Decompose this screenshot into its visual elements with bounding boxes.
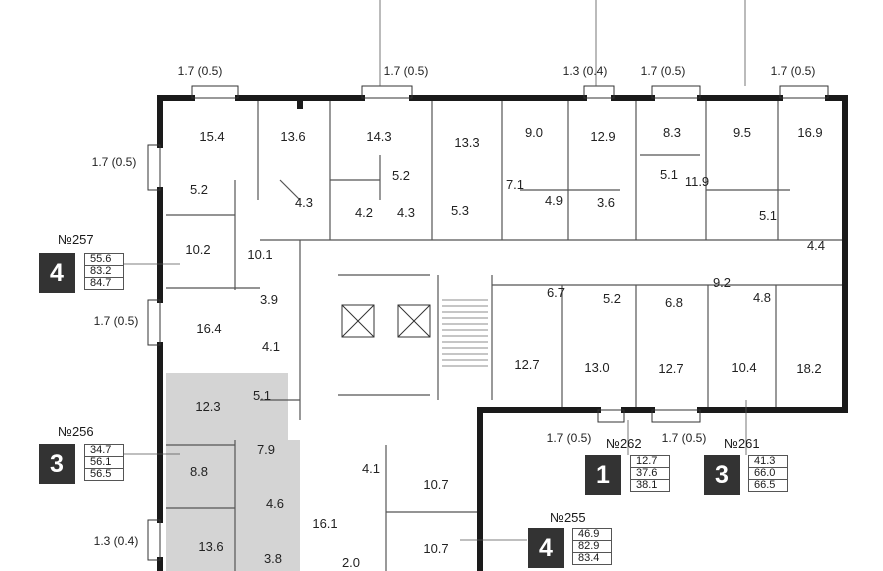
balcony-label: 1.7 (0.5) xyxy=(771,64,816,78)
room-area: 16.9 xyxy=(797,125,822,140)
apartment-262-rooms-badge: 1 xyxy=(585,455,621,495)
apartment-256-area xyxy=(166,373,300,571)
room-area: 10.2 xyxy=(185,242,210,257)
exterior-walls xyxy=(157,95,848,571)
room-area: 10.7 xyxy=(423,477,448,492)
interior-walls xyxy=(166,98,845,571)
room-area: 7.9 xyxy=(257,442,275,457)
room-area: 2.0 xyxy=(342,555,360,570)
balcony-label: 1.7 (0.5) xyxy=(641,64,686,78)
room-area: 5.2 xyxy=(603,291,621,306)
room-area: 8.3 xyxy=(663,125,681,140)
room-labels: 15.4 13.6 14.3 13.3 9.0 12.9 8.3 9.5 16.… xyxy=(185,125,825,570)
room-area: 5.3 xyxy=(451,203,469,218)
apartment-262-areas: 12.7 37.6 38.1 xyxy=(630,455,670,492)
room-area: 4.1 xyxy=(262,339,280,354)
room-area: 10.1 xyxy=(247,247,272,262)
area-value: 37.6 xyxy=(631,468,669,480)
room-area: 5.1 xyxy=(253,388,271,403)
room-area: 4.4 xyxy=(807,238,825,253)
area-value: 12.7 xyxy=(631,456,669,468)
room-area: 4.3 xyxy=(397,205,415,220)
balcony-frames xyxy=(147,85,829,561)
staircase xyxy=(442,299,488,367)
room-area: 9.5 xyxy=(733,125,751,140)
room-area: 6.8 xyxy=(665,295,683,310)
area-value: 66.5 xyxy=(754,479,776,491)
room-area: 3.9 xyxy=(260,292,278,307)
room-area: 8.8 xyxy=(190,464,208,479)
area-value: 83.2 xyxy=(85,266,123,278)
elevator-shafts xyxy=(341,304,431,338)
room-area: 6.7 xyxy=(547,285,565,300)
room-area: 13.6 xyxy=(198,539,223,554)
room-area: 9.2 xyxy=(713,275,731,290)
room-area: 5.1 xyxy=(759,208,777,223)
room-area: 3.8 xyxy=(264,551,282,566)
area-value: 83.4 xyxy=(578,552,600,564)
balcony-label: 1.7 (0.5) xyxy=(547,431,592,445)
room-area: 16.4 xyxy=(196,321,221,336)
room-area: 3.6 xyxy=(597,195,615,210)
balcony-label: 1.7 (0.5) xyxy=(178,64,223,78)
area-value: 55.6 xyxy=(85,254,123,266)
leader-lines xyxy=(122,0,747,541)
area-value: 82.9 xyxy=(573,541,611,553)
area-value: 56.5 xyxy=(90,468,112,480)
apartment-261-areas: 41.3 66.0 66.5 xyxy=(748,455,788,492)
apartment-256-rooms-badge: 3 xyxy=(39,444,75,484)
balcony-label: 1.7 (0.5) xyxy=(92,155,137,169)
area-value: 34.7 xyxy=(85,445,123,457)
room-area: 4.9 xyxy=(545,193,563,208)
room-area: 10.7 xyxy=(423,541,448,556)
room-area: 5.2 xyxy=(392,168,410,183)
apartment-262-number: №262 xyxy=(606,436,642,451)
balcony-label: 1.7 (0.5) xyxy=(662,431,707,445)
apartment-256-number: №256 xyxy=(58,424,94,439)
room-area: 12.7 xyxy=(514,357,539,372)
area-value: 46.9 xyxy=(573,529,611,541)
area-value: 41.3 xyxy=(749,456,787,468)
room-area: 5.2 xyxy=(190,182,208,197)
apartment-257-number: №257 xyxy=(58,232,94,247)
apartment-257-areas: 55.6 83.2 84.7 xyxy=(84,253,124,290)
room-area: 5.1 xyxy=(660,167,678,182)
room-area: 4.2 xyxy=(355,205,373,220)
area-value: 84.7 xyxy=(90,277,112,289)
room-area: 14.3 xyxy=(366,129,391,144)
room-area: 4.8 xyxy=(753,290,771,305)
apartment-255-number: №255 xyxy=(550,510,586,525)
room-area: 12.7 xyxy=(658,361,683,376)
room-area: 4.3 xyxy=(295,195,313,210)
room-area: 7.1 xyxy=(506,177,524,192)
room-area: 13.6 xyxy=(280,129,305,144)
room-area: 13.3 xyxy=(454,135,479,150)
area-value: 38.1 xyxy=(636,479,658,491)
area-value: 56.1 xyxy=(85,457,123,469)
room-area: 13.0 xyxy=(584,360,609,375)
apartment-261-number: №261 xyxy=(724,436,760,451)
balcony-label: 1.3 (0.4) xyxy=(563,64,608,78)
room-area: 4.6 xyxy=(266,496,284,511)
room-area: 4.1 xyxy=(362,461,380,476)
apartment-257-rooms-badge: 4 xyxy=(39,253,75,293)
room-area: 9.0 xyxy=(525,125,543,140)
room-area: 12.3 xyxy=(195,399,220,414)
room-area: 12.9 xyxy=(590,129,615,144)
apartment-255-areas: 46.9 82.9 83.4 xyxy=(572,528,612,565)
room-area: 16.1 xyxy=(312,516,337,531)
room-area: 15.4 xyxy=(199,129,224,144)
balcony-label: 1.3 (0.4) xyxy=(94,534,139,548)
room-area: 11.9 xyxy=(685,174,709,189)
balcony-label: 1.7 (0.5) xyxy=(94,314,139,328)
room-area: 10.4 xyxy=(731,360,756,375)
area-value: 66.0 xyxy=(749,468,787,480)
apartment-261-rooms-badge: 3 xyxy=(704,455,740,495)
room-area: 18.2 xyxy=(796,361,821,376)
apartment-256-areas: 34.7 56.1 56.5 xyxy=(84,444,124,481)
balcony-label: 1.7 (0.5) xyxy=(384,64,429,78)
apartment-255-rooms-badge: 4 xyxy=(528,528,564,568)
